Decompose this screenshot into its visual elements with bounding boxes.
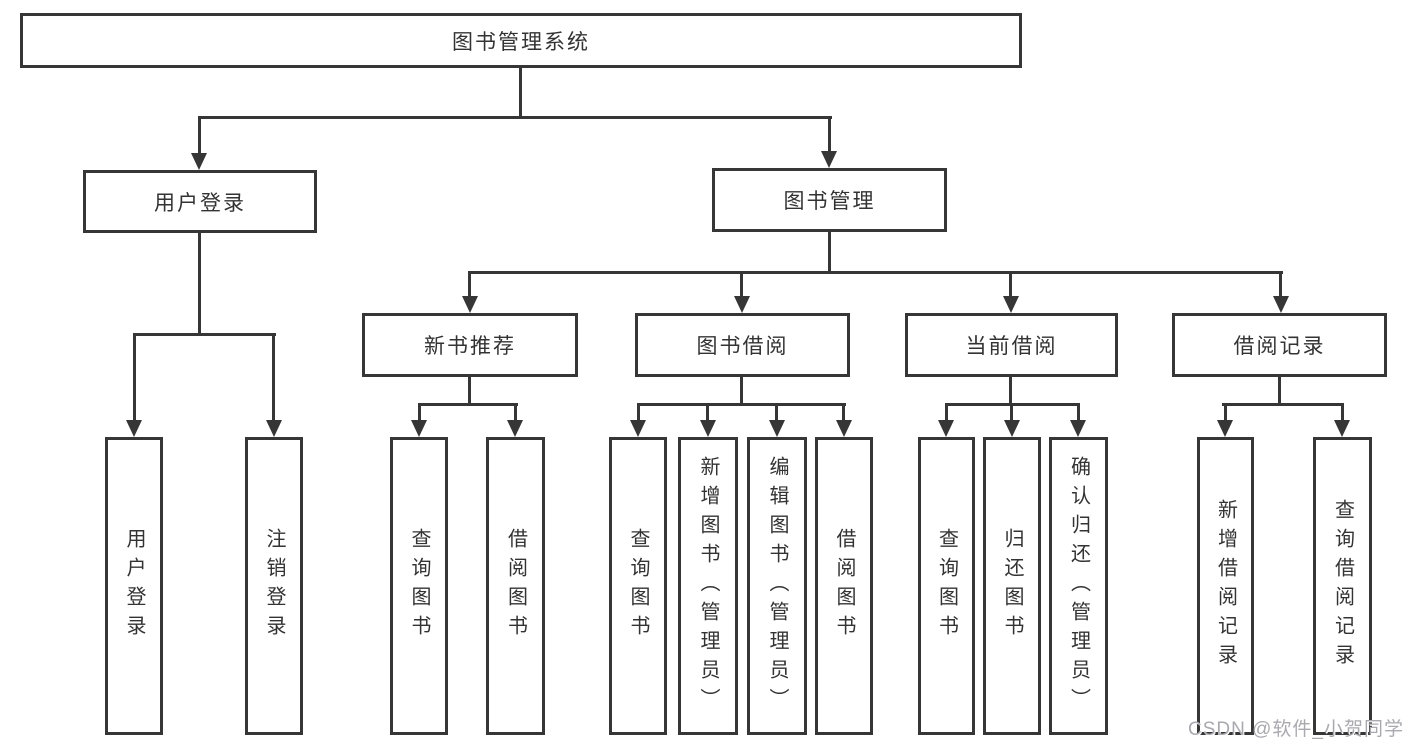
leaf-logout: 注销登录	[245, 437, 303, 735]
connector-line	[637, 403, 846, 406]
connector-line	[468, 271, 1283, 274]
arrowhead-down	[126, 420, 142, 437]
arrowhead-down	[1003, 296, 1019, 313]
arrowhead-down	[630, 420, 646, 437]
arrowhead-down	[1273, 296, 1289, 313]
node-book-management: 图书管理	[712, 168, 947, 232]
arrowhead-down	[769, 420, 785, 437]
node-borrowing-records: 借阅记录	[1172, 313, 1387, 377]
node-new-book-recommendation: 新书推荐	[362, 313, 578, 377]
connector-line	[198, 116, 832, 119]
arrowhead-down	[821, 151, 837, 168]
connector-line	[828, 119, 831, 151]
leaf-query-books-borrowing: 查询图书	[609, 437, 667, 735]
connector-line	[1224, 406, 1227, 420]
leaf-add-borrow-record: 新增借阅记录	[1197, 437, 1254, 735]
connector-line	[272, 336, 275, 420]
arrowhead-down	[411, 420, 427, 437]
connector-line	[198, 119, 201, 153]
connector-line	[842, 406, 845, 420]
connector-line	[740, 274, 743, 296]
connector-line	[418, 403, 518, 406]
connector-line	[514, 406, 517, 420]
connector-line	[828, 232, 831, 274]
arrowhead-down	[1070, 420, 1086, 437]
connector-line	[945, 406, 948, 420]
connector-line	[1009, 377, 1012, 406]
connector-line	[637, 406, 640, 420]
connector-line	[1009, 274, 1012, 296]
connector-line	[1010, 406, 1013, 420]
leaf-return-books: 归还图书	[983, 437, 1041, 735]
leaf-query-books-current: 查询图书	[918, 437, 975, 735]
leaf-query-borrow-record: 查询借阅记录	[1313, 437, 1372, 735]
connector-line	[133, 333, 276, 336]
arrowhead-down	[1334, 420, 1350, 437]
arrowhead-down	[191, 153, 207, 170]
connector-line	[519, 68, 522, 117]
arrowhead-down	[1004, 420, 1020, 437]
watermark: CSDN @软件_小贺同学	[1188, 719, 1404, 740]
leaf-user-login: 用户登录	[105, 437, 163, 735]
node-library-management-system: 图书管理系统	[20, 13, 1022, 68]
arrowhead-down	[266, 420, 282, 437]
arrowhead-down	[1217, 420, 1233, 437]
leaf-borrow-books-borrowing: 借阅图书	[815, 437, 873, 735]
connector-line	[706, 406, 709, 420]
arrowhead-down	[836, 420, 852, 437]
connector-line	[1077, 406, 1080, 420]
leaf-add-book-admin: 新增图书（管理员）	[678, 437, 738, 735]
connector-line	[1278, 377, 1281, 406]
leaf-confirm-return-admin: 确认归还（管理员）	[1049, 437, 1108, 735]
node-book-borrowing: 图书借阅	[635, 313, 850, 377]
connector-line	[945, 403, 1080, 406]
arrowhead-down	[507, 420, 523, 437]
connector-line	[198, 233, 201, 333]
arrowhead-down	[734, 296, 750, 313]
arrowhead-down	[700, 420, 716, 437]
connector-line	[468, 274, 471, 296]
node-current-borrowing: 当前借阅	[905, 313, 1118, 377]
node-user-login: 用户登录	[83, 170, 317, 233]
leaf-borrow-books-recommend: 借阅图书	[486, 437, 545, 735]
connector-line	[775, 406, 778, 420]
connector-line	[1222, 403, 1344, 406]
connector-line	[468, 377, 471, 406]
connector-line	[133, 336, 136, 420]
leaf-query-books-recommend: 查询图书	[390, 437, 448, 735]
connector-line	[740, 377, 743, 406]
arrowhead-down	[462, 296, 478, 313]
leaf-edit-book-admin: 编辑图书（管理员）	[747, 437, 807, 735]
connector-line	[418, 406, 421, 420]
connector-line	[1341, 406, 1344, 420]
connector-line	[1279, 274, 1282, 296]
arrowhead-down	[938, 420, 954, 437]
